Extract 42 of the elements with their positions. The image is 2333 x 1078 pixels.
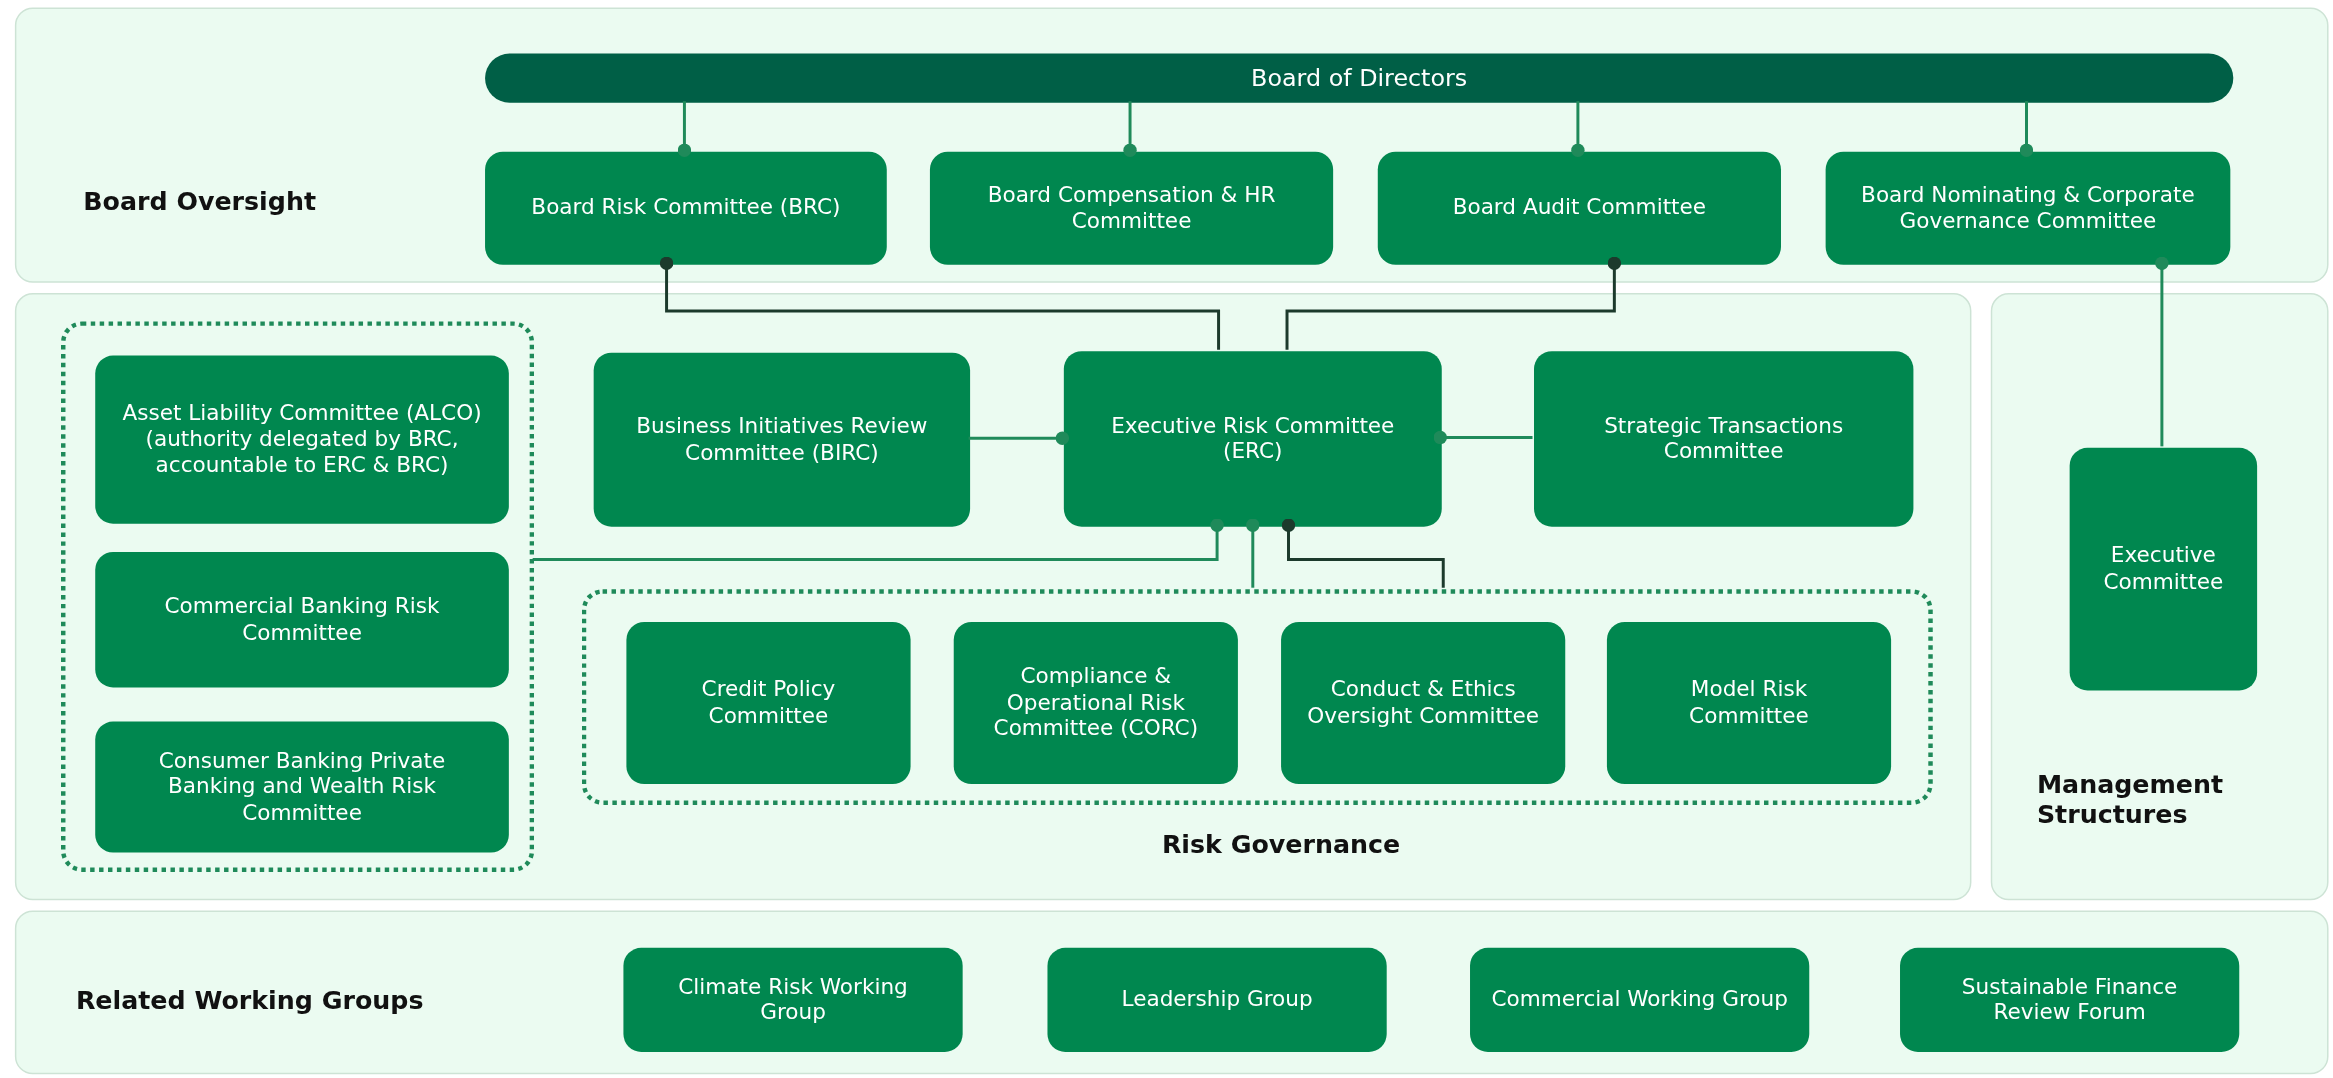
committee-box: Strategic Transactions Committee	[1534, 351, 1914, 527]
connector-line	[1285, 256, 1622, 350]
committee-box: Executive Committee	[2069, 447, 2258, 691]
connector-line	[677, 101, 692, 157]
connector-line	[1281, 518, 1445, 588]
dotted-group-frame	[61, 321, 535, 872]
connector-line	[1571, 101, 1585, 157]
committee-box: Board Compensation & HR Committee	[929, 151, 1334, 265]
connector-line	[2019, 101, 2034, 157]
committee-box: Sustainable Finance Review Forum	[1900, 947, 2240, 1052]
committee-box: Board Nominating & Corporate Governance Committee	[1825, 151, 2231, 265]
connector-line	[659, 256, 1221, 350]
committee-box: Model Risk Committee	[1606, 621, 1892, 785]
section-band	[14, 293, 1972, 901]
section-title: Risk Governance	[1160, 830, 1402, 860]
committee-box: Credit Policy Committee	[626, 621, 911, 785]
connector-line	[2155, 256, 2169, 447]
committee-box: Commercial Banking Risk Committee	[95, 552, 509, 688]
connector-line	[1246, 518, 1260, 588]
committee-box: Board Audit Committee	[1377, 151, 1781, 265]
committee-box: Consumer Banking Private Banking and Wealth Risk Committee	[95, 721, 509, 853]
connector-line	[532, 518, 1224, 561]
committee-box: Board Risk Committee (BRC)	[485, 151, 887, 265]
connector-line	[1433, 430, 1533, 445]
committee-box: Executive Risk Committee (ERC)	[1063, 351, 1442, 527]
committee-box: Conduct & Ethics Oversight Committee	[1281, 621, 1566, 785]
committee-box: Compliance & Operational Risk Committee (CORC)	[953, 621, 1238, 785]
committee-box: Asset Liability Committee (ALCO) (authority delegated by BRC, accountable to ERC & BRC)	[95, 355, 509, 524]
section-band	[1990, 293, 2329, 901]
connector-line	[1123, 101, 1137, 157]
section-band	[14, 910, 2329, 1075]
section-title: Management Structures	[2036, 770, 2225, 829]
section-title: Related Working Groups	[75, 986, 425, 1016]
dotted-group-frame	[581, 589, 1933, 805]
section-title: Board Oversight	[83, 187, 317, 217]
section-band	[14, 7, 2329, 283]
committee-box: Leadership Group	[1047, 947, 1387, 1052]
connector-line	[968, 431, 1070, 445]
committee-box: Climate Risk Working Group	[623, 947, 963, 1052]
committee-box: Business Initiatives Review Committee (BIRC)	[593, 352, 971, 527]
committee-box: Commercial Working Group	[1470, 947, 1810, 1052]
board-bar: Board of Directors	[485, 53, 2234, 103]
